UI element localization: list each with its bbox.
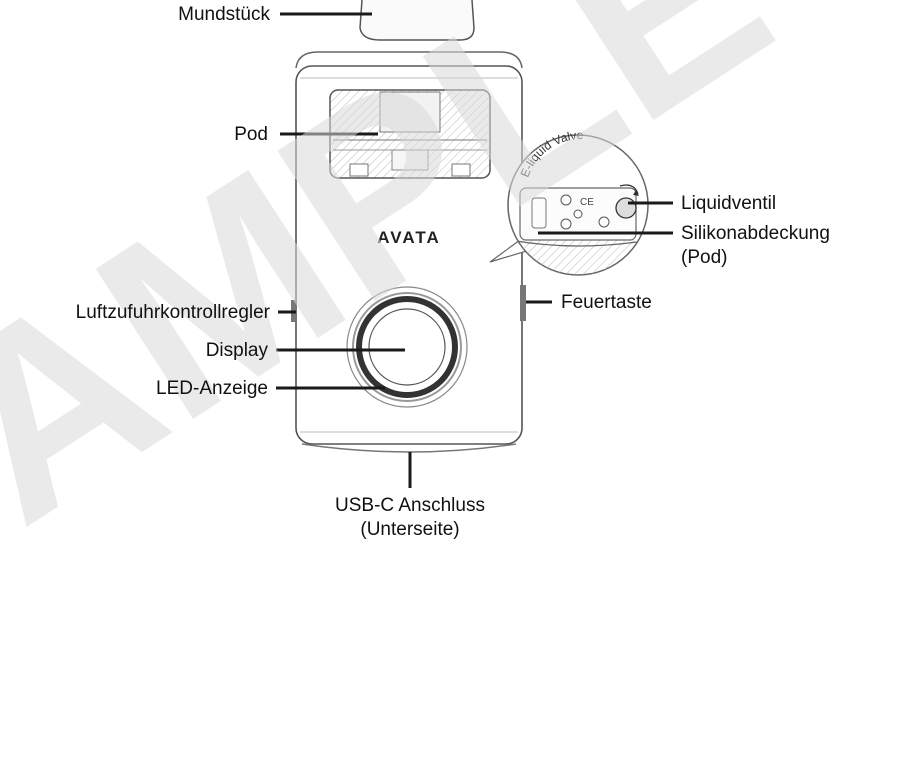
label-usb: USB-C Anschluss [335,495,485,516]
fire-button-shape [520,285,526,321]
label-silicone-cover-sub: (Pod) [681,247,728,268]
label-pod: Pod [234,124,268,145]
label-fire-button: Feuertaste [561,292,652,313]
led-ring [356,296,458,398]
pod-window [329,89,491,179]
label-silicone-cover: Silikonabdeckung [681,223,830,244]
watermark: SAMPLE [0,0,815,672]
brand-logo: AVATA [377,228,441,247]
label-airflow: Luftzufuhrkontrollregler [75,302,270,323]
leader-lines [276,12,673,488]
label-mouthpiece: Mundstück [178,4,270,25]
svg-text:CE: CE [580,197,594,208]
label-led: LED-Anzeige [156,378,268,399]
label-liquid-valve: Liquidventil [681,193,777,214]
valve-zoom-bubble: CE E-liquid Valve [489,128,649,276]
display-ring [346,286,468,408]
display-screen [368,308,446,386]
mouthpiece [359,0,475,41]
label-usb-sub: (Unterseite) [360,519,460,540]
label-display: Display [205,340,268,361]
